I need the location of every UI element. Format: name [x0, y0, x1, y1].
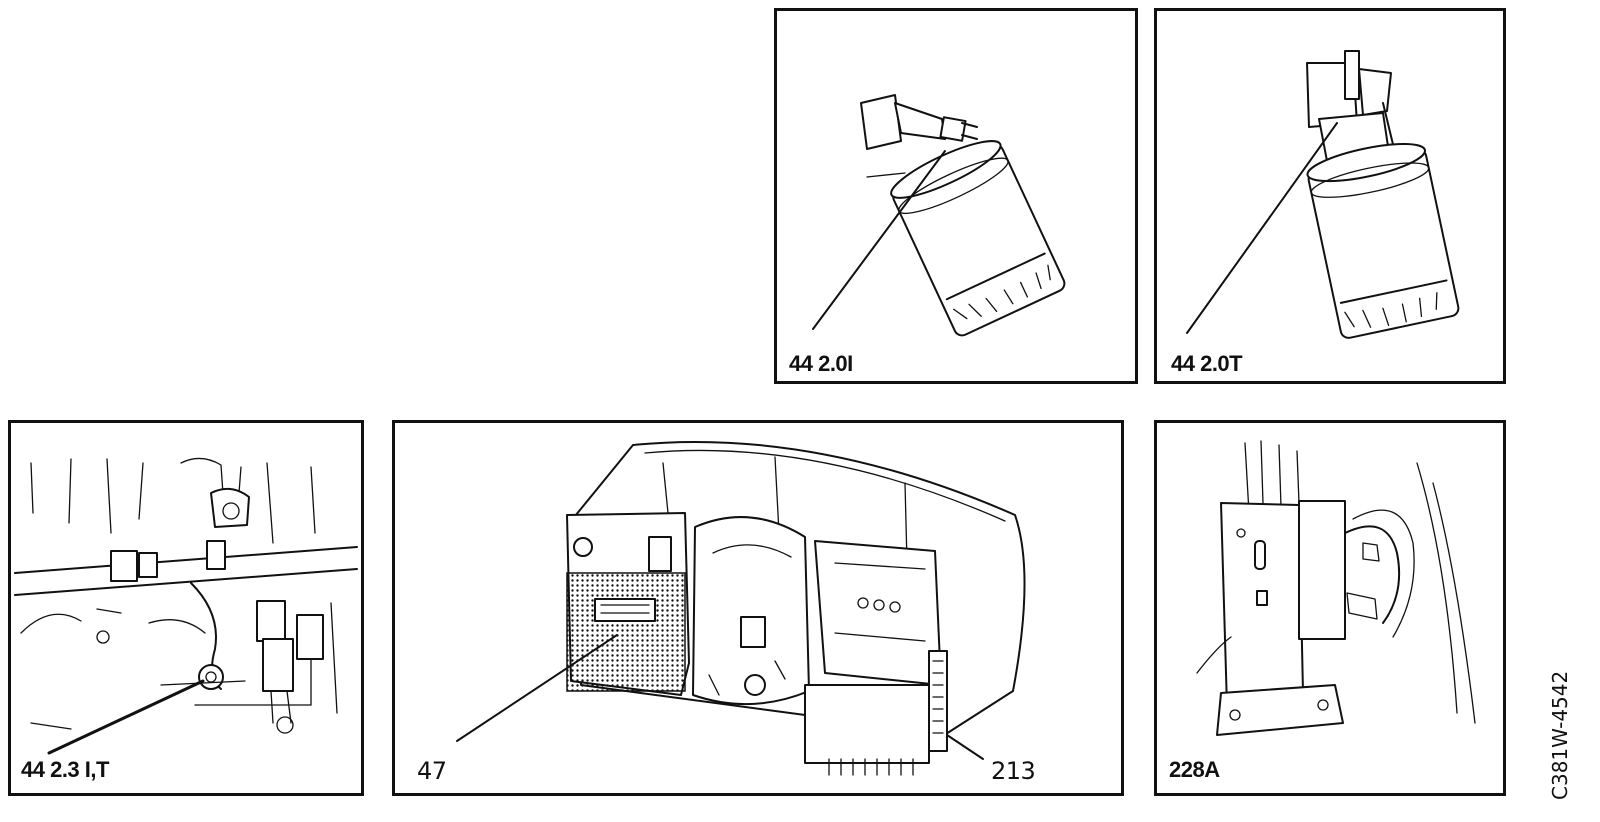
instrument-cluster-illustration [456, 440, 1026, 776]
panel-label: 44 2.0I [789, 351, 853, 376]
panel-label: 47 [417, 757, 447, 785]
panel-oil-filter-2-0t: 44 2.0T [1154, 8, 1506, 384]
callout-label: 213 [991, 757, 1036, 785]
panel-engine-2-3: 44 2.3 I,T [8, 420, 364, 796]
panel-label: 44 2.3 I,T [21, 757, 109, 782]
panel-pillar-connector: 228A [1154, 420, 1506, 796]
oil-filter-2-0t-illustration [1186, 50, 1460, 339]
panel-oil-filter-2-0i: 44 2.0I [774, 8, 1138, 384]
pillar-connector-illustration [1196, 440, 1476, 736]
oil-filter-2-0i-illustration [812, 94, 1066, 337]
panel-label: 44 2.0T [1171, 351, 1243, 376]
engine-2-3-illustration [14, 457, 358, 755]
figure-code: C381W-4542 [1548, 670, 1572, 800]
panel-label: 228A [1169, 757, 1220, 782]
panel-instrument-cluster: 47 213 [392, 420, 1124, 796]
